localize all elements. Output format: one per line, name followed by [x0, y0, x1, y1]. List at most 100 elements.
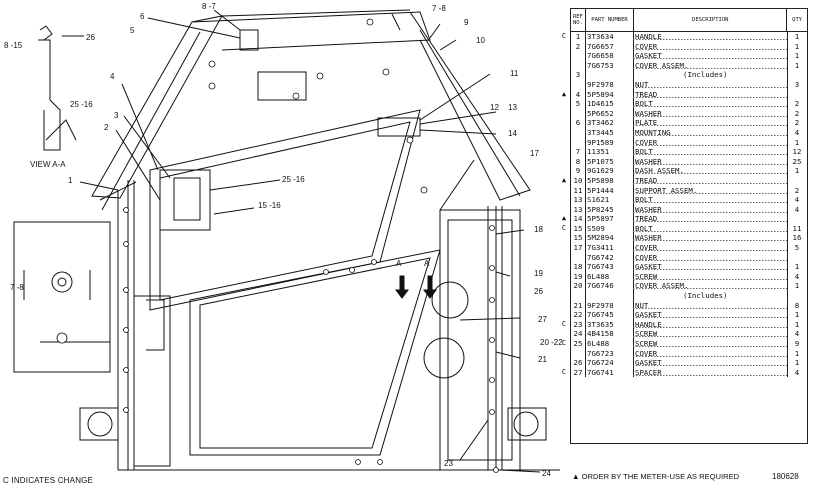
quantity: 1 [794, 51, 800, 61]
part-number: 5P6652 [587, 108, 614, 118]
quantity [787, 176, 807, 186]
ref-no: 3 [575, 70, 581, 80]
quantity: 1 [794, 319, 800, 329]
description: TREAD [633, 214, 787, 224]
part-number: 7G6658 [587, 51, 614, 61]
ref-no: 19 [573, 271, 583, 281]
table-row: 3(Includes) [571, 70, 807, 80]
ref-no: 11 [573, 185, 583, 195]
ref-no: 15 [573, 233, 583, 243]
description: GASKET [633, 51, 787, 61]
quantity: 1 [794, 32, 800, 41]
ref-no: 9 [575, 166, 581, 176]
access-panel [149, 109, 421, 311]
ref-no [571, 51, 585, 61]
part-number: 5P1075 [587, 156, 614, 166]
ref-no: 21 [573, 300, 583, 310]
part-number: 7G6723 [587, 348, 614, 358]
ref-no: 15 [573, 223, 583, 233]
callout-label: 26 [86, 33, 95, 42]
quantity: 9 [794, 339, 800, 348]
ref-no: 18 [573, 262, 583, 272]
description: MOUNTING [633, 127, 787, 138]
quantity: 4 [794, 195, 800, 205]
part-number: 4B4158 [587, 329, 614, 339]
description: DASH ASSEM. [633, 166, 787, 176]
ref-no [571, 349, 585, 359]
callout-label: 18 [534, 225, 543, 234]
callout-label: 9 [464, 18, 469, 27]
ref-no: 22 [573, 310, 583, 320]
callout-label: 7 -8 [10, 283, 24, 292]
quantity: 1 [794, 262, 800, 272]
ref-no: 13 [573, 195, 583, 205]
description: BOLT [633, 99, 787, 109]
quantity: 1 [794, 358, 800, 368]
description: BOLT [633, 147, 787, 157]
callout-label: 2 [104, 123, 109, 132]
ref-no [571, 128, 585, 138]
callout-label: 15 -16 [258, 201, 281, 210]
part-number: 5M2894 [587, 233, 614, 243]
part-number: 3T3462 [587, 118, 614, 128]
callout-label: 26 [534, 287, 543, 296]
ref-no [571, 253, 585, 263]
description: WASHER [633, 108, 787, 119]
table-row: 5P6652 WASHER 2 [571, 108, 807, 119]
callout-label: 11 [510, 69, 519, 78]
quantity: 4 [794, 204, 800, 214]
section-marker-a-right: A [424, 259, 430, 268]
callout-label: 23 [444, 459, 453, 468]
callout-label: 17 [530, 149, 539, 158]
row-mark: ▲ [561, 89, 567, 98]
part-number: 5P5894 [587, 89, 614, 99]
row-mark: C [561, 339, 567, 347]
description: NUT [633, 79, 787, 90]
part-number: 7G6724 [587, 358, 614, 368]
part-number: 9G1629 [587, 166, 614, 176]
ref-no: 2 [575, 41, 581, 51]
description: WASHER [633, 233, 787, 244]
callout-label: 12 [490, 103, 499, 112]
quantity: 2 [794, 108, 800, 118]
description: COVER [633, 243, 787, 253]
description: SCREW [633, 329, 787, 339]
quantity [787, 214, 807, 224]
ref-no: 1 [575, 32, 581, 41]
ref-no: 23 [573, 319, 583, 329]
part-number: 9F2978 [587, 300, 614, 310]
description: SUPPORT ASSEM. [633, 185, 787, 196]
description: COVER [633, 137, 787, 148]
part-number: S1621 [587, 195, 610, 205]
ref-no: 17 [573, 243, 583, 253]
callout-label: 21 [538, 355, 547, 364]
quantity: 4 [794, 329, 800, 339]
ref-no [571, 138, 585, 148]
quantity: 2 [794, 99, 800, 109]
section-marker-a-left: A [396, 259, 402, 268]
callout-label: 13 [508, 103, 517, 112]
part-number: 7G6741 [587, 367, 614, 377]
description: SCREW [633, 271, 787, 282]
page-id: 180628 [772, 472, 799, 481]
quantity: 4 [794, 367, 800, 377]
quantity [787, 90, 807, 100]
row-mark: C [561, 367, 567, 376]
change-legend: C INDICATES CHANGE [3, 476, 94, 485]
part-number: 3T3445 [587, 127, 614, 137]
